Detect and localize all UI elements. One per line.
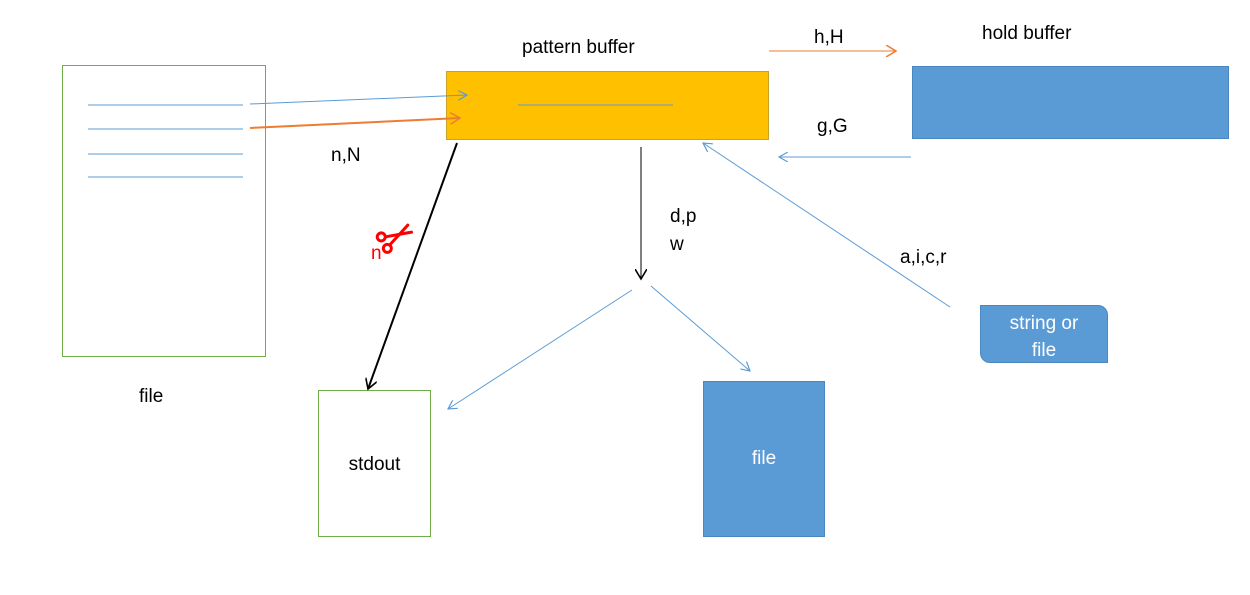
output-file-label: file bbox=[751, 448, 777, 469]
string-or-file-box bbox=[980, 305, 1108, 363]
g-command-label: g,G bbox=[817, 116, 848, 137]
scissors-n-label: n bbox=[371, 243, 382, 264]
input-file-document bbox=[62, 65, 266, 357]
print-stdout-arrow bbox=[368, 142, 458, 389]
dp-command-label: d,p bbox=[670, 206, 697, 227]
pattern-buffer-box bbox=[446, 71, 769, 140]
read-line-arrow bbox=[249, 95, 467, 105]
stdout-box bbox=[318, 390, 431, 537]
split-to-stdout-arrow bbox=[448, 289, 633, 409]
stdout-label: stdout bbox=[348, 454, 401, 475]
scissors-icon bbox=[375, 223, 414, 254]
h-command-label: h,H bbox=[814, 27, 844, 48]
aicr-command-label: a,i,c,r bbox=[900, 247, 947, 268]
next-line-arrow bbox=[249, 118, 460, 129]
output-file-box bbox=[703, 381, 825, 537]
hold-buffer-box bbox=[912, 66, 1229, 139]
w-command-label: w bbox=[670, 234, 684, 255]
insert-text-arrow bbox=[703, 143, 951, 308]
n-command-label: n,N bbox=[331, 145, 361, 166]
hold-buffer-title: hold buffer bbox=[982, 23, 1072, 44]
split-to-file-arrow bbox=[650, 285, 750, 371]
input-file-label: file bbox=[139, 386, 164, 407]
string-or-file-label: string or file bbox=[1009, 313, 1079, 361]
pattern-buffer-title: pattern buffer bbox=[522, 37, 635, 58]
